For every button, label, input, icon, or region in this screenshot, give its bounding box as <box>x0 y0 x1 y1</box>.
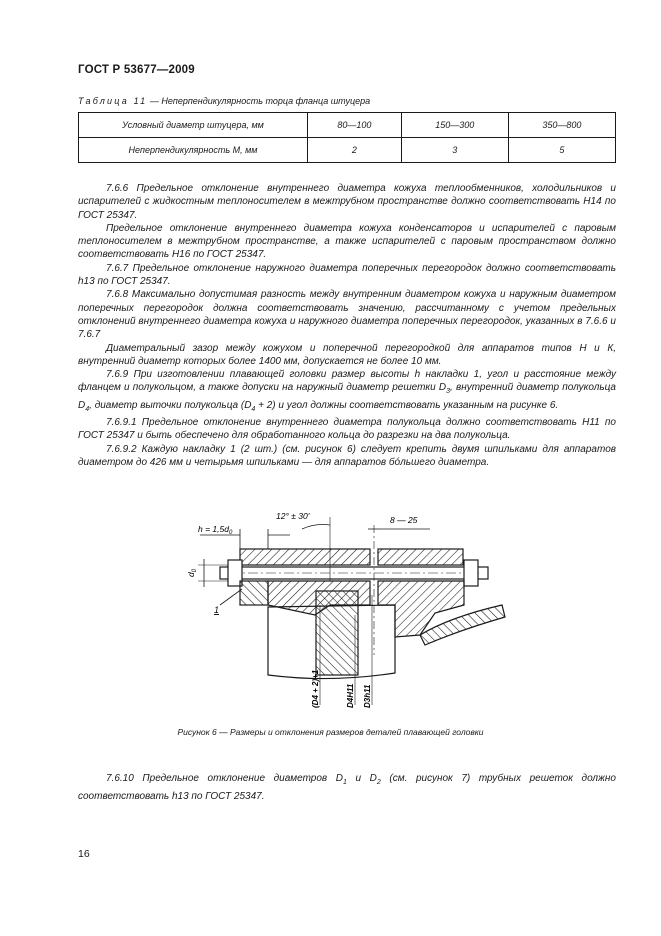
nut-left <box>227 559 243 587</box>
label-gap: 8 — 25 <box>390 515 418 525</box>
paragraph-7-6-9-1: 7.6.9.1 Предельное отклонение внутреннег… <box>78 417 616 442</box>
figure-6-drawing: h = 1,5d0 12° ± 30' 8 — 25 d0 1 (D4 + 2)… <box>180 505 520 710</box>
label-pad-height: h = 1,5d0 <box>198 524 233 536</box>
table-cell-label: Неперпендикулярность М, мм <box>78 137 308 163</box>
pad-top-right <box>377 548 464 566</box>
table-cell: 350—800 <box>507 112 617 138</box>
table-cell: 2 <box>307 137 402 163</box>
table-caption-title: — Неперпендикулярность торца фланца штуц… <box>147 96 371 106</box>
paragraph-7-6-9: 7.6.9 При изготовлении плавающей головки… <box>78 369 616 413</box>
label-half-ring-diameter: D4H11 <box>346 683 355 708</box>
paragraph-7-6-6: 7.6.6 Предельное отклонение внутреннего … <box>78 183 616 221</box>
body-text: 7.6.6 Предельное отклонение внутреннего … <box>78 182 616 469</box>
nut-right <box>463 559 479 587</box>
table-11: Условный диаметр штуцера, мм 80—100 150—… <box>78 112 617 163</box>
stud <box>219 566 489 580</box>
floating-head-drawing: h = 1,5d0 12° ± 30' 8 — 25 d0 1 (D4 + 2)… <box>186 511 506 708</box>
paragraph-7-6-7: 7.6.7 Предельное отклонение наружного ди… <box>78 262 616 288</box>
table-caption-prefix: Таблица 11 <box>78 96 148 106</box>
table-cell: 5 <box>507 137 617 163</box>
table-caption: Таблица 11 — Неперпендикулярность торца … <box>78 96 370 106</box>
label-angle: 12° ± 30' <box>276 511 310 521</box>
pad-top-left <box>239 548 371 566</box>
label-tube-sheet-diameter: D3h11 <box>363 684 372 708</box>
paragraph-7-6-8-b: Диаметральный зазор между кожухом и попе… <box>78 342 616 367</box>
table-cell-label: Условный диаметр штуцера, мм <box>78 112 308 138</box>
table-cell: 150—300 <box>400 112 509 138</box>
label-part-number: 1 <box>214 605 219 615</box>
label-stud-diameter: d0 <box>186 568 198 577</box>
table-cell: 80—100 <box>307 112 402 138</box>
table-row: Неперпендикулярность М, мм 2 3 5 <box>78 137 617 163</box>
pad-lower <box>239 580 269 606</box>
table-row: Условный диаметр штуцера, мм 80—100 150—… <box>78 112 617 138</box>
table-cell: 3 <box>400 137 509 163</box>
paragraph-7-6-9-2: 7.6.9.2 Каждую накладку 1 (2 шт.) (см. р… <box>78 443 616 468</box>
figure-caption: Рисунок 6 — Размеры и отклонения размеро… <box>177 727 484 737</box>
document-header: ГОСТ Р 53677—2009 <box>78 64 195 76</box>
page-number: 16 <box>78 848 90 860</box>
shell-body <box>267 604 396 680</box>
tube-sheet <box>315 590 359 676</box>
paragraph-7-6-6-b: Предельное отклонение внутреннего диамет… <box>78 222 616 261</box>
paragraph-7-6-10: 7.6.10 Предельное отклонение диаметров D… <box>78 773 616 802</box>
paragraph-7-6-8: 7.6.8 Максимально допустимая разность ме… <box>78 289 616 341</box>
cover-curve <box>419 604 506 646</box>
label-groove-diameter: (D4 + 2)+1 <box>311 669 320 708</box>
